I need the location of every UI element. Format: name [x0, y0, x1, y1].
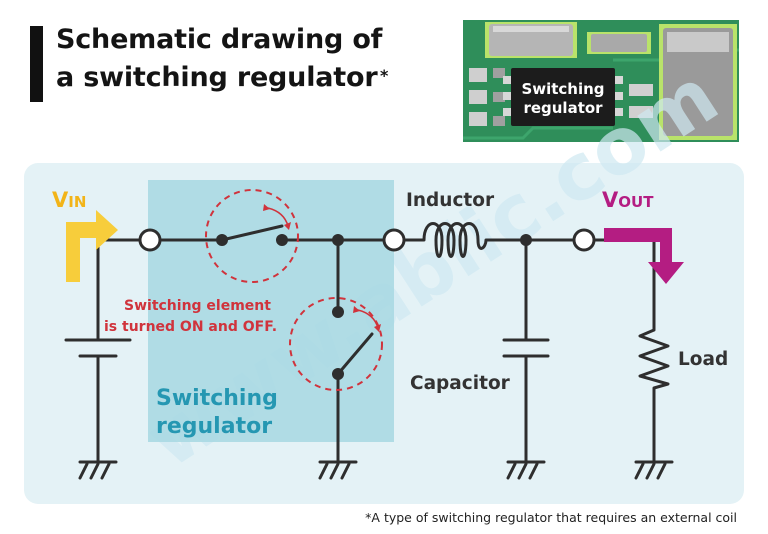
switch-contact: [276, 234, 288, 246]
small-part: [629, 106, 653, 118]
chip-label-line-1: Switching: [521, 80, 604, 98]
vin-label: VIN: [52, 188, 86, 212]
ground-symbols: [78, 460, 674, 480]
switch-note-line-1: Switching element: [124, 298, 271, 314]
capacitor-label: Capacitor: [410, 373, 511, 394]
small-part: [469, 68, 487, 82]
component-highlight: [493, 26, 569, 32]
ground-icon: [78, 460, 118, 480]
load-label: Load: [678, 349, 728, 370]
junction-dot: [332, 234, 344, 246]
switch-note-line-2: is turned ON and OFF.: [104, 319, 277, 335]
arrowhead-icon: [263, 204, 291, 230]
small-part: [493, 116, 505, 126]
title-footnote-marker: *: [380, 66, 389, 85]
upper-switch-blade: [220, 224, 284, 242]
ground-icon: [506, 460, 546, 480]
lower-switch-highlight: [289, 297, 383, 391]
switch-contact: [332, 368, 344, 380]
inductor-terminal: [382, 228, 406, 252]
vin-arrow-icon: [66, 210, 118, 282]
small-part: [469, 90, 487, 104]
small-part: [493, 92, 505, 102]
upper-switch-highlight: [205, 189, 299, 283]
ground-icon: [318, 460, 358, 480]
chip-label-line-2: regulator: [523, 99, 603, 117]
chip-pins: [503, 76, 623, 116]
load-resistor: [638, 328, 670, 390]
small-part: [493, 68, 505, 78]
regulator-box-label-line-1: Switching: [156, 386, 278, 411]
capacitor-component: [663, 28, 733, 136]
upper-switch: [205, 189, 299, 283]
switch-contact: [332, 306, 344, 318]
switching-regulator-box: [148, 180, 394, 442]
resistor-component: [591, 34, 647, 52]
lower-switch: [289, 297, 383, 391]
page-title-line-1: Schematic drawing of: [56, 24, 383, 55]
arrowhead-icon: [353, 306, 381, 332]
ground-icon: [634, 460, 674, 480]
title-accent-bar: [30, 26, 43, 102]
vout-label: VOUT: [602, 188, 654, 212]
inductor-coil: [422, 222, 488, 258]
component-highlight: [667, 32, 729, 52]
input-terminal: [138, 228, 162, 252]
output-terminal: [572, 228, 596, 252]
small-part: [629, 84, 653, 96]
junction-dot: [520, 234, 532, 246]
lower-switch-blade: [336, 332, 374, 376]
regulator-ic-chip: [511, 68, 615, 126]
small-part: [469, 112, 487, 126]
vout-arrow-icon: [604, 228, 684, 284]
footnote: *A type of switching regulator that requ…: [365, 510, 737, 525]
pcb-trace: [463, 126, 613, 140]
pcb-photo-illustration: Switching regulator: [463, 20, 739, 142]
page-title-line-2: a switching regulator: [56, 62, 378, 93]
switch-contact: [216, 234, 228, 246]
regulator-box-label-line-2: regulator: [156, 414, 272, 439]
terminals: [138, 228, 596, 252]
inductor-label: Inductor: [406, 190, 495, 211]
